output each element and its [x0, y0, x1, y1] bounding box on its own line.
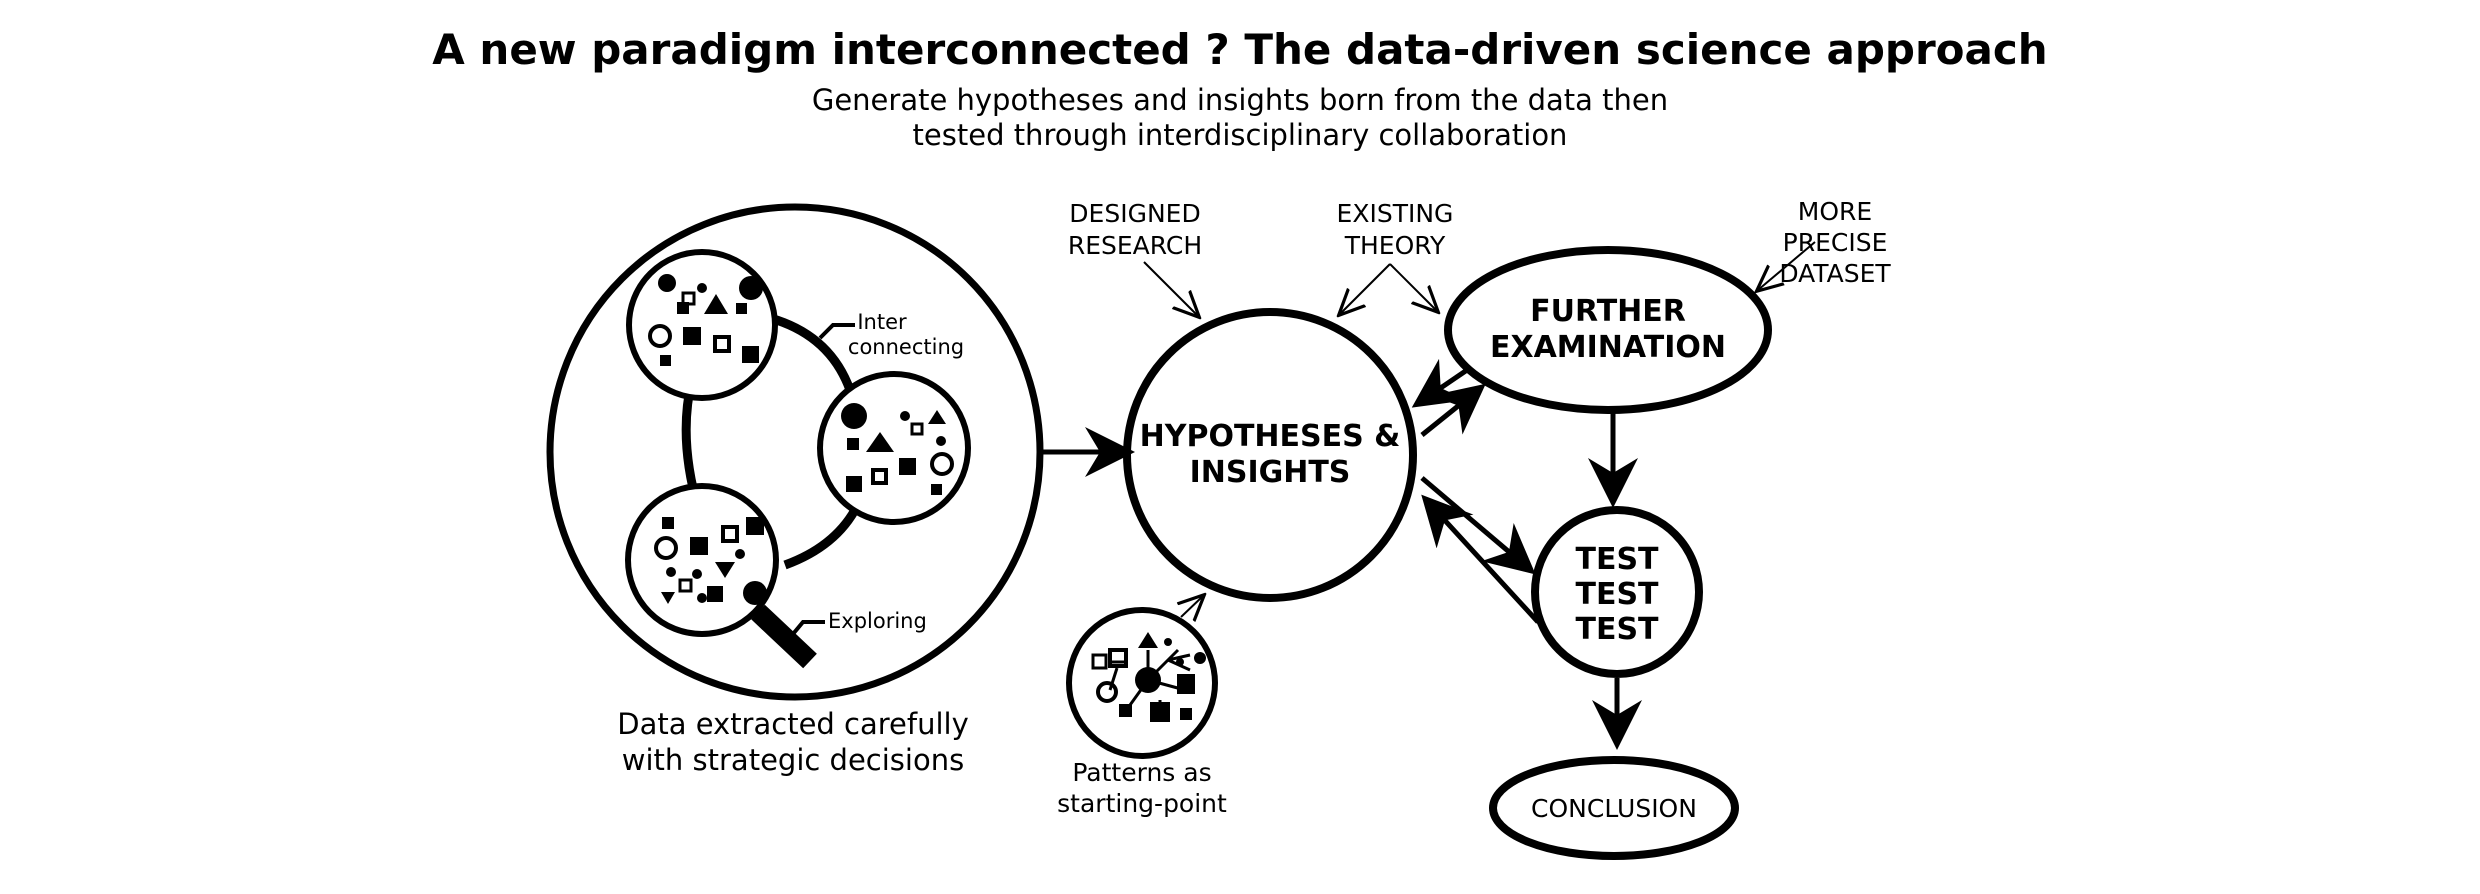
- node-further-examination: FURTHER EXAMINATION: [1444, 246, 1772, 414]
- input-precise-dataset-line-3: DATASET: [1779, 259, 1891, 288]
- arrow-patterns-to-hypotheses: [1181, 596, 1203, 617]
- test-label-line-1: TEST: [1575, 542, 1659, 577]
- arrow-hypotheses-to-examination: [1420, 383, 1486, 437]
- label-exploring: Exploring: [828, 609, 927, 633]
- test-label-line-2: TEST: [1575, 577, 1659, 612]
- node-hypotheses: HYPOTHESES & INSIGHTS: [1123, 308, 1417, 602]
- hypotheses-label-line-1: HYPOTHESES &: [1140, 419, 1401, 454]
- input-existing-theory-line-1: EXISTING: [1337, 199, 1454, 228]
- data-panel: Inter connecting: [546, 203, 1044, 701]
- label-interconnecting-line-2: connecting: [848, 335, 964, 359]
- test-label-line-3: TEST: [1575, 612, 1659, 647]
- arrow-test-to-hypotheses: [1421, 494, 1540, 624]
- node-test: TEST TEST TEST: [1531, 506, 1703, 678]
- arrow-designed-to-hypotheses: [1143, 261, 1198, 316]
- data-caption-line-1: Data extracted carefully: [617, 707, 969, 741]
- page-subtitle-line-2: tested through interdisciplinary collabo…: [913, 118, 1568, 152]
- arrow-dataset-to-examination: [1758, 241, 1816, 290]
- connector-arc-top: [768, 313, 855, 392]
- input-designed-research-line-1: DESIGNED: [1069, 199, 1200, 228]
- dataset-circle-bottom: [625, 483, 817, 669]
- label-interconnecting-line-1: Inter: [857, 310, 907, 334]
- node-conclusion: CONCLUSION: [1489, 756, 1739, 860]
- arrow-theory-to-examination: [1389, 263, 1437, 311]
- page-subtitle-line-1: Generate hypotheses and insights born fr…: [812, 83, 1668, 117]
- data-caption-line-2: with strategic decisions: [622, 743, 964, 777]
- dataset-circle-right: [817, 371, 971, 525]
- input-designed-research-line-2: RESEARCH: [1068, 231, 1202, 260]
- leader-exploring: [786, 620, 825, 642]
- patterns-caption-line-1: Patterns as: [1072, 758, 1211, 787]
- patterns-icon: [1066, 607, 1218, 759]
- further-label-line-2: EXAMINATION: [1490, 330, 1726, 365]
- conclusion-label: CONCLUSION: [1531, 794, 1697, 823]
- arrow-theory-to-hypotheses: [1340, 263, 1391, 314]
- input-precise-dataset-line-2: PRECISE: [1783, 228, 1888, 257]
- leader-interconnecting: [818, 323, 855, 340]
- input-precise-dataset-line-1: MORE: [1798, 197, 1872, 226]
- patterns-caption-line-2: starting-point: [1057, 789, 1227, 818]
- magnifier-handle: [751, 604, 817, 669]
- dataset-circle-top: [626, 249, 778, 401]
- page-title: A new paradigm interconnected ? The data…: [432, 25, 2047, 74]
- further-label-line-1: FURTHER: [1530, 294, 1686, 329]
- arrow-examination-to-hypotheses: [1411, 358, 1472, 408]
- input-existing-theory-line-2: THEORY: [1344, 231, 1446, 260]
- arrow-hypotheses-to-test: [1420, 476, 1536, 575]
- hypotheses-label-line-2: INSIGHTS: [1190, 455, 1351, 490]
